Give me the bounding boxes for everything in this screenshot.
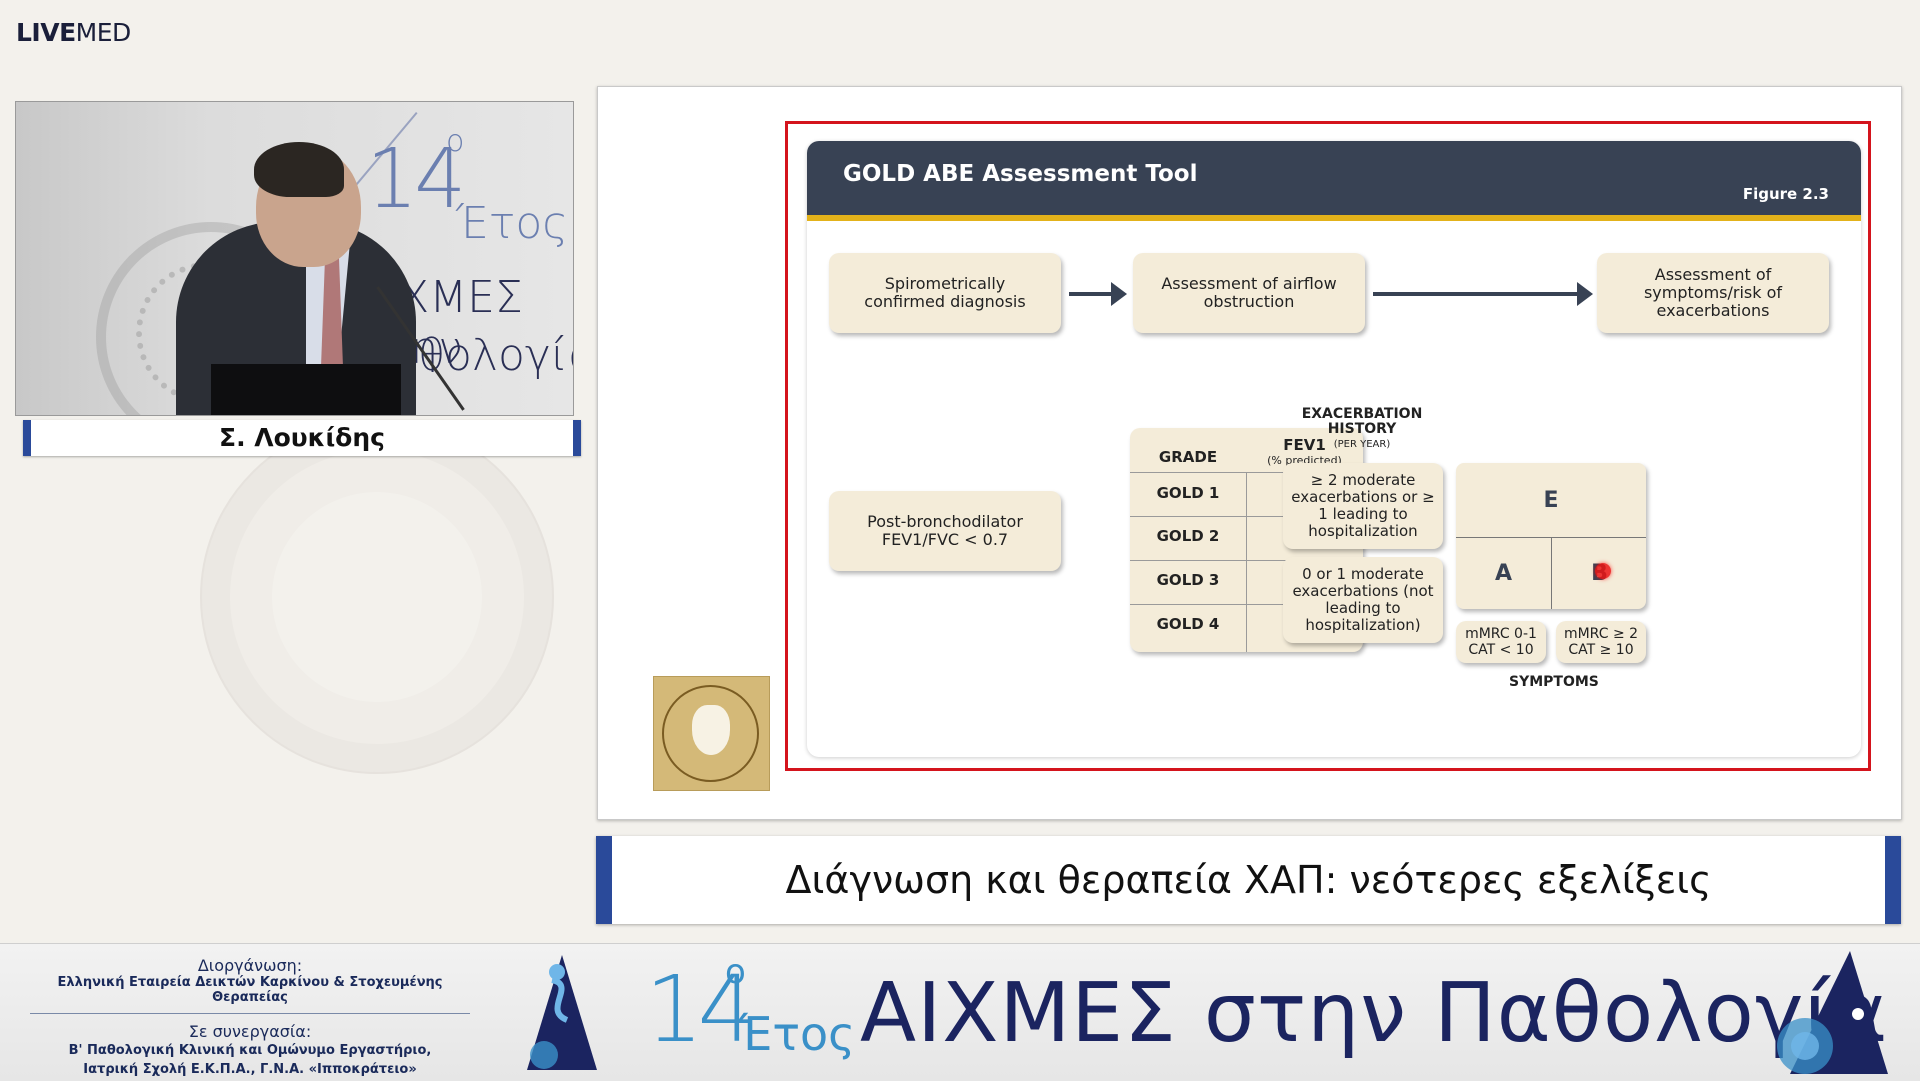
figure-number: Figure 2.3 [1742, 185, 1829, 203]
presentation-slide: GOLD ABE Assessment Tool Figure 2.3 Spir… [597, 86, 1902, 820]
figure-header: GOLD ABE Assessment Tool Figure 2.3 [807, 141, 1861, 221]
flow-step-airflow: Assessment of airflow obstruction [1133, 253, 1365, 333]
footer-degree: o [725, 952, 746, 992]
event-emblem-icon [527, 955, 597, 1070]
organizer-divider [30, 1013, 470, 1014]
flow-step-diagnosis: Spirometrically confirmed diagnosis [829, 253, 1061, 333]
header-underline [807, 215, 1861, 221]
exacerbation-history-heading: EXACERBATION HISTORY (PER YEAR) [1301, 406, 1423, 451]
backdrop-etos: Έτος [456, 198, 569, 249]
grade-cell: GOLD 2 [1156, 527, 1220, 545]
group-e: E [1543, 487, 1559, 513]
figure-title: GOLD ABE Assessment Tool [843, 161, 1198, 187]
collaboration-line-1: Β' Παθολογική Κλινική και Ομώνυμο Εργαστ… [68, 1043, 432, 1058]
livemed-logo: LIVEMED [16, 18, 131, 47]
grade-cell: GOLD 3 [1156, 571, 1220, 589]
laser-pointer-dot [1595, 563, 1611, 579]
symptoms-low-box: mMRC 0-1 CAT < 10 [1456, 621, 1546, 663]
symptoms-label: SYMPTOMS [1509, 674, 1599, 690]
grid-divider [1551, 537, 1552, 609]
flow-step-symptoms: Assessment of symptoms/risk of exacerbat… [1597, 253, 1829, 333]
speaker-name: Σ. Λουκίδης [23, 420, 581, 456]
footer-brand-title: ΑΙΧΜΕΣ στην Παθολογία [860, 966, 1889, 1061]
symptoms-high-box: mMRC ≥ 2 CAT ≥ 10 [1556, 621, 1646, 663]
collaboration-line-2: Ιατρική Σχολή Ε.Κ.Π.Α., Γ.Ν.Α. «Ιπποκράτ… [83, 1062, 417, 1077]
post-bronchodilator-box: Post-bronchodilator FEV1/FVC < 0.7 [829, 491, 1061, 571]
gold-initiative-logo [653, 676, 770, 791]
organizer-name: Ελληνική Εταιρεία Δεικτών Καρκίνου & Στο… [57, 975, 443, 1005]
group-a: A [1494, 561, 1513, 586]
flow-arrow [1069, 282, 1127, 306]
figure-card: GOLD ABE Assessment Tool Figure 2.3 Spir… [807, 141, 1861, 757]
event-triangle-icon [1777, 951, 1888, 1074]
footer-year-number: 14 [645, 956, 756, 1063]
table-divider [1246, 472, 1247, 652]
abe-group-grid: E A B [1456, 463, 1646, 609]
exacerbation-high-box: ≥ 2 moderate exacerbations or ≥ 1 leadin… [1283, 463, 1443, 549]
laptop [211, 364, 401, 415]
lung-icon [692, 705, 730, 755]
collaboration-label: Σε συνεργασία: [188, 1022, 312, 1041]
logo-ring [662, 685, 759, 782]
highlight-frame [785, 121, 1871, 771]
organizer-label: Διοργάνωση: [197, 956, 303, 975]
footer-etos: Έτος [738, 1007, 856, 1061]
speaker-video: 14 o Έτος ΑΙΧΜΕΣ στην Παθολογία [15, 101, 574, 416]
fev1-header: FEV1 [1283, 436, 1326, 454]
backdrop-year-number: 14 [366, 132, 466, 227]
backdrop-degree: o [446, 124, 465, 159]
footer-banner: Διοργάνωση: Ελληνική Εταιρεία Δεικτών Κα… [0, 943, 1920, 1081]
flow-arrow [1373, 282, 1593, 306]
grade-cell: GOLD 1 [1156, 484, 1220, 502]
organizer-info: Διοργάνωση: Ελληνική Εταιρεία Δεικτών Κα… [20, 944, 480, 1079]
grade-header: GRADE [1158, 448, 1218, 466]
grade-cell: GOLD 4 [1156, 615, 1220, 633]
table-divider [1130, 604, 1363, 605]
speaker-hair [254, 142, 344, 197]
background-watermark [200, 420, 554, 774]
table-divider [1130, 560, 1363, 561]
table-divider [1130, 516, 1363, 517]
exacerbation-low-box: 0 or 1 moderate exacerbations (not leadi… [1283, 557, 1443, 643]
speaker-tie [321, 247, 343, 367]
talk-title: Διάγνωση και θεραπεία ΧΑΠ: νεότερες εξελ… [596, 836, 1901, 924]
